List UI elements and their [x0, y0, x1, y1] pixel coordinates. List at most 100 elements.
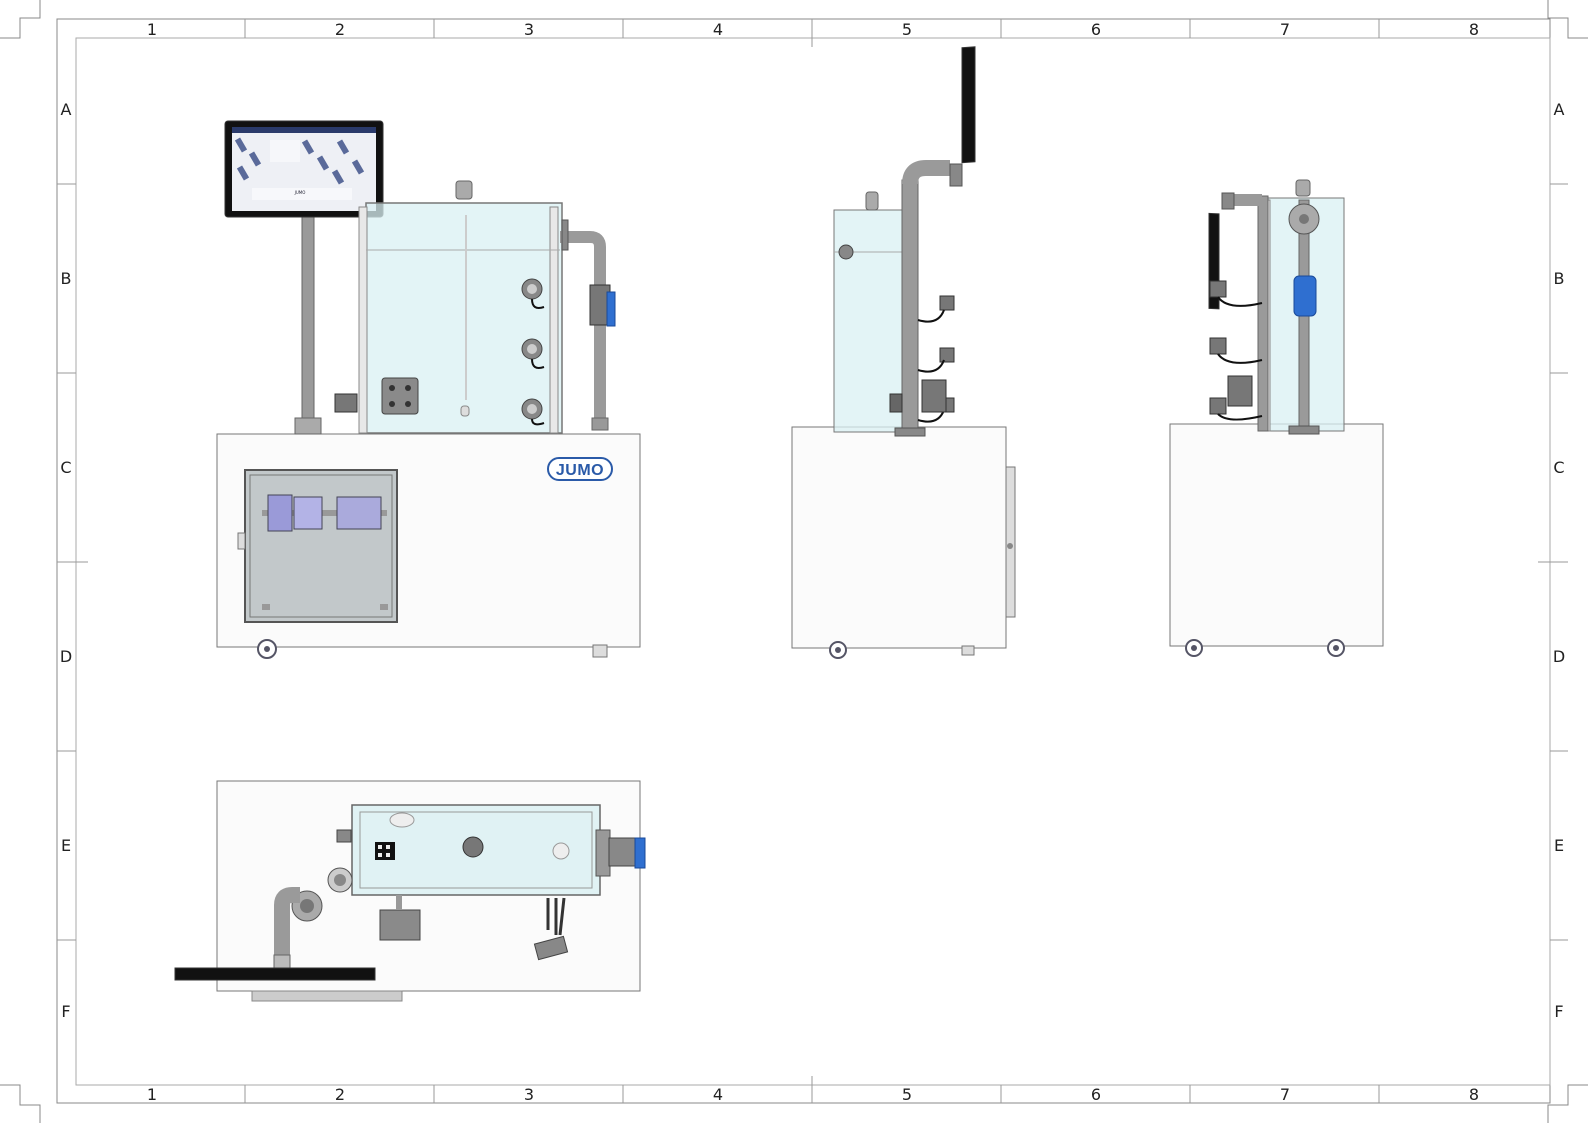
inlet-valve — [336, 829, 352, 843]
pipe-elbow — [274, 887, 300, 965]
cabinet-door-edge — [1005, 466, 1016, 618]
cabinet-screw — [262, 604, 270, 610]
sensor-heads — [1209, 280, 1227, 415]
screen-header — [232, 127, 376, 133]
vertical-pipe — [901, 179, 919, 431]
column-labels-top: 1 2 3 4 5 6 7 8 — [147, 20, 1479, 39]
zone-dividers — [57, 19, 1568, 1103]
col-label: 6 — [1091, 20, 1101, 39]
sensor-cables — [1217, 296, 1263, 421]
inlet-valve — [334, 393, 358, 413]
junction-box — [381, 377, 419, 415]
sensor-cables — [531, 298, 545, 426]
control-cabinet-door — [249, 474, 393, 618]
pipe-elbow — [902, 160, 950, 185]
pipe-end — [552, 842, 570, 860]
flange-center — [300, 899, 314, 913]
cabinet-screw — [380, 604, 388, 610]
base-cabinet — [791, 426, 1007, 649]
monitor-side — [961, 46, 976, 164]
pipe-foot — [894, 427, 926, 437]
cabinet-hinge — [237, 532, 246, 550]
tank-flange — [561, 219, 569, 251]
top-view — [174, 780, 646, 1002]
flow-meter-head — [606, 291, 616, 327]
junction-screw — [389, 385, 395, 391]
side-view-right — [1169, 179, 1384, 657]
wheel-hub — [1191, 645, 1197, 651]
col-label: 3 — [524, 1085, 534, 1104]
float — [460, 405, 470, 417]
sensor — [521, 278, 543, 300]
row-label: A — [61, 100, 72, 119]
wheel-hub — [835, 647, 841, 653]
row-label: B — [1554, 269, 1565, 288]
col-label: 8 — [1469, 20, 1479, 39]
col-label: 8 — [1469, 1085, 1479, 1104]
monitor-mount — [1221, 192, 1235, 210]
top-fitting — [1295, 179, 1311, 197]
din-module — [336, 496, 382, 530]
row-label: A — [1554, 100, 1565, 119]
valve — [889, 393, 903, 413]
col-label: 2 — [335, 1085, 345, 1104]
door-handle — [1007, 543, 1013, 549]
top-fitting — [455, 180, 473, 200]
junction-screw — [405, 401, 411, 407]
float — [389, 812, 415, 828]
base-bottom-plate — [251, 990, 403, 1002]
flange — [595, 829, 611, 877]
junction-box — [921, 379, 947, 413]
wheel-foot — [592, 644, 608, 658]
monitor-top — [174, 967, 376, 981]
col-label: 6 — [1091, 1085, 1101, 1104]
sensor — [521, 338, 543, 360]
wheel-hub — [1333, 645, 1339, 651]
row-label: F — [61, 1002, 70, 1021]
pipe-foot — [591, 417, 609, 431]
screen-footer — [252, 188, 352, 200]
top-fitting — [865, 191, 879, 211]
monitor-mount — [949, 163, 963, 187]
jumo-logo-text: JUMO — [556, 462, 604, 479]
front-view: JUMO JUMO — [216, 120, 641, 659]
row-label: B — [61, 269, 72, 288]
row-label: F — [1554, 1002, 1563, 1021]
sensor-cables — [546, 897, 566, 936]
wheel-foot — [961, 645, 975, 656]
row-label: C — [60, 458, 71, 477]
tank-inner-wall — [359, 811, 593, 889]
tank-frame-right — [549, 206, 559, 434]
junction-screw — [405, 385, 411, 391]
col-label: 1 — [147, 1085, 157, 1104]
col-label: 2 — [335, 20, 345, 39]
top-fitting — [462, 836, 484, 858]
junction-screws — [378, 845, 390, 857]
col-label: 3 — [524, 20, 534, 39]
sensor — [838, 244, 854, 260]
din-module — [293, 496, 323, 530]
monitor-pole — [301, 214, 315, 421]
row-label: D — [60, 647, 72, 666]
col-label: 7 — [1280, 1085, 1290, 1104]
sensor — [521, 398, 543, 420]
control-cabinet — [244, 469, 398, 623]
screen-content-block — [270, 140, 300, 162]
valve-body — [608, 837, 640, 867]
row-labels-right: A B C D E F — [1553, 100, 1565, 1021]
col-label: 1 — [147, 20, 157, 39]
cable-gland — [396, 895, 402, 910]
col-label: 5 — [902, 20, 912, 39]
din-rail — [262, 510, 387, 516]
col-label: 4 — [713, 1085, 723, 1104]
row-labels-left: A B C D E F — [60, 100, 72, 1021]
monitor-pole-base — [294, 417, 322, 435]
col-label: 7 — [1280, 20, 1290, 39]
wheel-hub — [264, 646, 270, 652]
row-label: C — [1553, 458, 1564, 477]
col-label: 4 — [713, 20, 723, 39]
row-label: E — [61, 836, 71, 855]
din-module — [267, 494, 293, 532]
